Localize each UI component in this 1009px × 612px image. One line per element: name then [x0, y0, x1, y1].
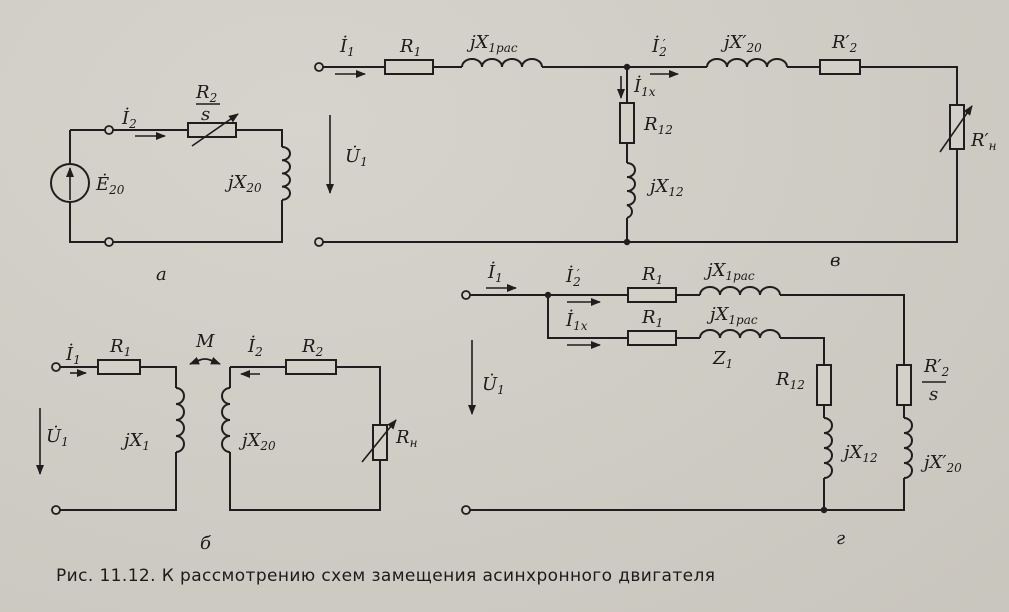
inductor-jx1rac	[462, 59, 542, 67]
label-r1: R1	[109, 336, 131, 359]
resistor-r2-s	[188, 123, 236, 137]
label-r1: R1	[399, 36, 421, 59]
inductor-jx20	[222, 388, 230, 452]
label-u1: U̇1	[345, 145, 368, 169]
diagram-a: İ2 R2 s Ė20 jX20 а	[51, 82, 290, 285]
junction-dot	[821, 507, 827, 513]
label-u1: U̇1	[482, 373, 505, 397]
label-r2p: R′2	[831, 32, 857, 55]
terminal	[315, 238, 323, 246]
label-jx20p: jX′20	[720, 32, 762, 55]
terminal	[52, 506, 60, 514]
terminal	[315, 63, 323, 71]
diagram-g: İ1 İ2′ R1 jX1рас İ1х R1 jX1рас Z1 R12 R′…	[462, 260, 962, 549]
label-e20: Ė20	[95, 172, 125, 197]
label-s: s	[201, 104, 210, 125]
label-i2: İ2	[247, 334, 263, 359]
terminal	[52, 363, 60, 371]
label-r2p: R′2	[923, 356, 949, 379]
resistor-r2p	[820, 60, 860, 74]
label-i1: İ1	[65, 342, 81, 367]
label-r1b: R1	[641, 307, 663, 330]
resistor-r1	[628, 288, 676, 302]
inductor-jx1rac	[700, 330, 780, 338]
figure-caption: Рис. 11.12. К рассмотрению схем замещени…	[56, 566, 715, 586]
label-jx20: jX20	[238, 430, 276, 453]
inductor-jx1rac	[700, 287, 780, 295]
label-jx12: jX12	[840, 442, 878, 465]
label-jx1: jX1	[120, 430, 150, 453]
label-m: M	[195, 331, 215, 352]
label-i1: İ1	[339, 34, 355, 59]
sublabel-g: г	[836, 528, 845, 549]
inductor-jx20	[282, 147, 290, 200]
resistor-r2p-s	[897, 365, 911, 405]
inductor-jx12	[627, 163, 635, 218]
inductor-jx20p	[904, 418, 912, 478]
junction-dot	[545, 292, 551, 298]
label-r1a: R1	[641, 264, 663, 287]
inductor-jx20p	[707, 59, 787, 67]
label-jx1rac: jX1рас	[466, 32, 518, 55]
inductor-jx12	[824, 418, 832, 478]
label-rnp: R′н	[970, 130, 997, 153]
resistor-rn	[373, 425, 387, 460]
label-jx20: jX20	[224, 172, 262, 195]
sublabel-a: а	[156, 264, 167, 285]
label-jx1rac-b: jX1рас	[706, 304, 758, 327]
label-rn: Rн	[395, 427, 418, 450]
diagram-b: İ1 R1 M İ2 R2 U̇1 jX1 jX20 Rн б	[40, 331, 418, 554]
resistor-r12	[620, 103, 634, 143]
sublabel-b: б	[200, 533, 212, 554]
diagram-v: İ1 R1 jX1рас İ2′ jX′20 R′2 İ1х R12 R′н U…	[315, 32, 997, 271]
terminal	[105, 238, 113, 246]
label-z1: Z1	[712, 348, 733, 371]
terminal	[462, 506, 470, 514]
label-r2: R2	[195, 82, 217, 105]
terminal	[105, 126, 113, 134]
label-jx1rac-a: jX1рас	[703, 260, 755, 283]
label-i1: İ1	[487, 260, 503, 285]
label-i2p: İ2′	[651, 34, 667, 59]
terminal	[462, 291, 470, 299]
label-r2: R2	[301, 336, 323, 359]
label-jx20p: jX′20	[920, 452, 962, 475]
resistor-r1	[628, 331, 676, 345]
label-i2p: İ2′	[565, 264, 581, 289]
resistor-r1	[98, 360, 140, 374]
label-r12: R12	[775, 369, 805, 392]
junction-dot	[624, 64, 630, 70]
label-i2: İ2	[121, 106, 137, 131]
label-i1x: İ1х	[565, 308, 588, 333]
resistor-r12	[817, 365, 831, 405]
label-jx12: jX12	[646, 176, 684, 199]
label-i1x: İ1х	[633, 74, 656, 99]
label-s: s	[929, 384, 938, 405]
resistor-r2	[286, 360, 336, 374]
inductor-jx1	[176, 388, 184, 452]
label-u1: U̇1	[46, 425, 69, 449]
resistor-r1	[385, 60, 433, 74]
junction-dot	[624, 239, 630, 245]
sublabel-v: в	[830, 250, 840, 271]
label-r12: R12	[643, 114, 673, 137]
